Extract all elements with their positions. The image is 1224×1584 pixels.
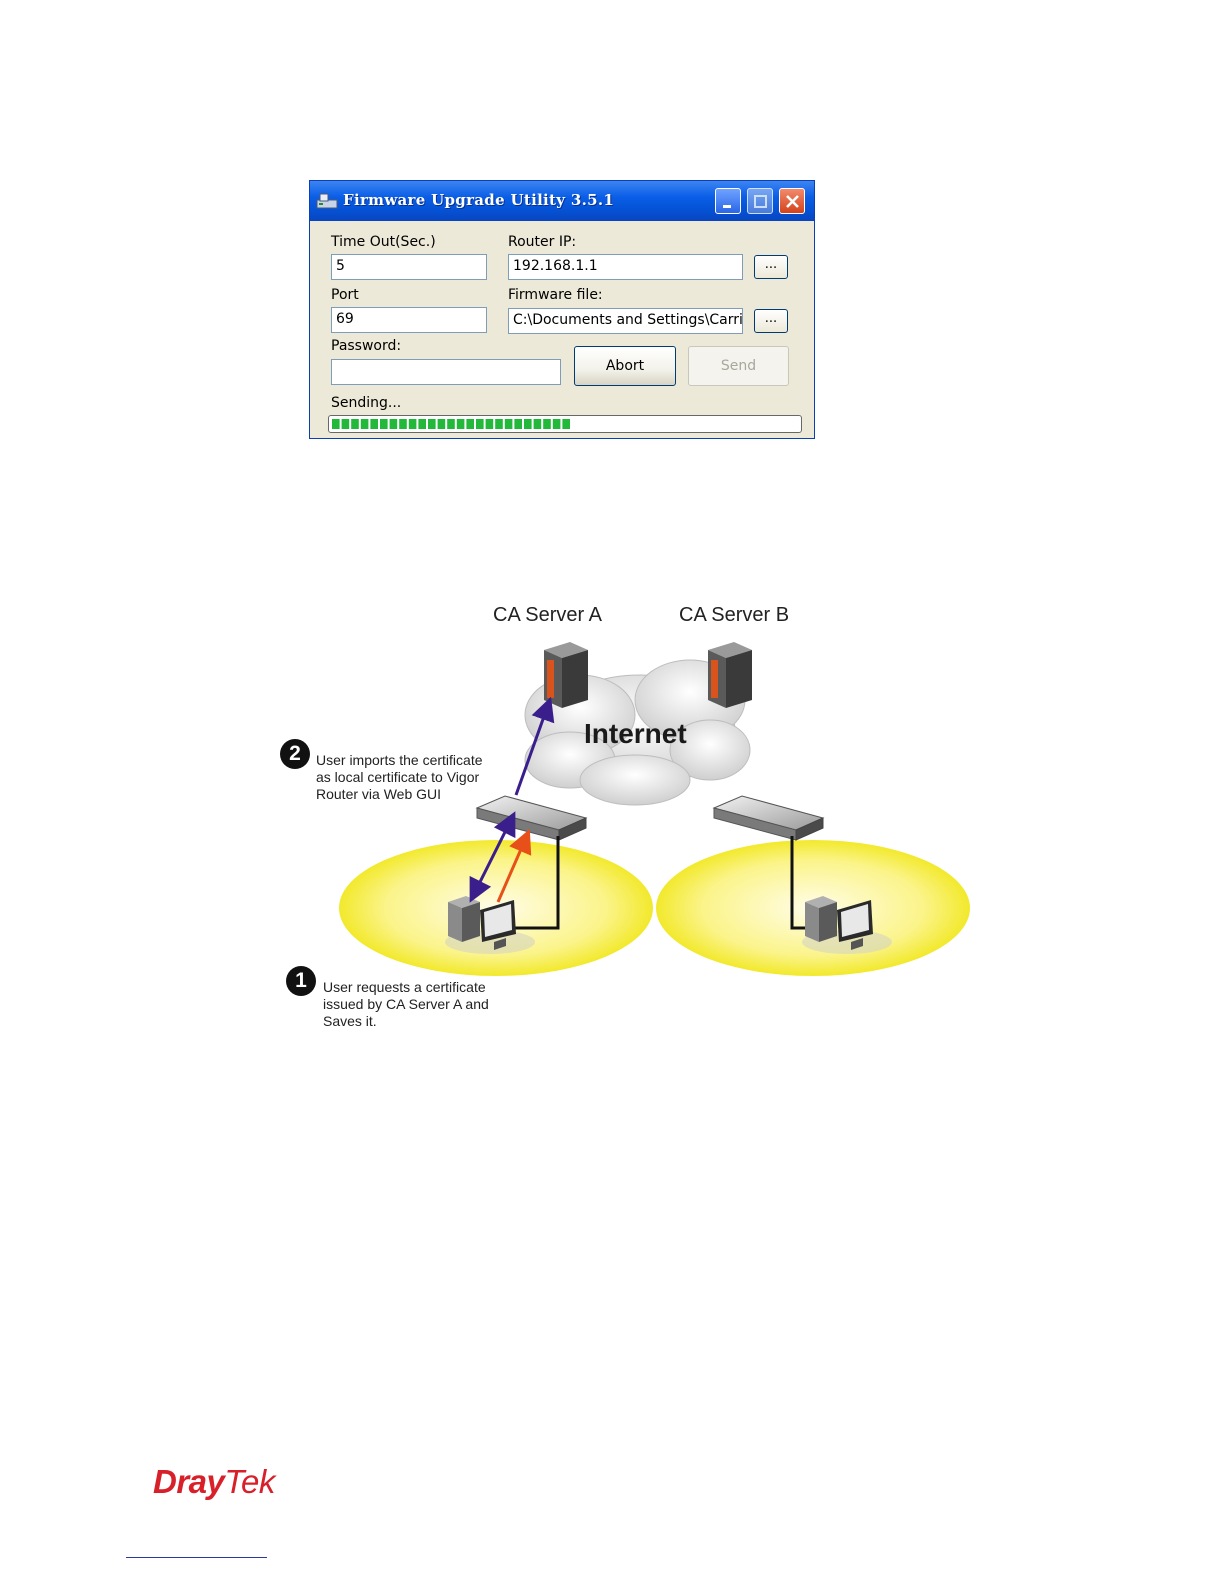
footer-rule xyxy=(126,1557,267,1558)
upload-progress-bar xyxy=(328,415,802,433)
router-ip-input[interactable]: 192.168.1.1 xyxy=(508,254,743,280)
progress-segment xyxy=(495,419,503,429)
logo-dray: Dray xyxy=(153,1463,225,1500)
ca-server-a-label: CA Server A xyxy=(493,604,602,626)
title-bar[interactable]: Firmware Upgrade Utility 3.5.1 xyxy=(310,181,814,221)
progress-segment xyxy=(389,419,398,429)
progress-segment xyxy=(533,419,542,429)
user-pc-a-icon xyxy=(445,896,535,954)
user-pc-b-icon xyxy=(802,896,892,954)
progress-segment xyxy=(456,419,465,429)
firmware-file-input[interactable]: C:\Documents and Settings\Carrie xyxy=(508,308,743,334)
send-button[interactable]: Send xyxy=(688,346,789,386)
timeout-label: Time Out(Sec.) xyxy=(331,234,436,250)
diagram-graphics xyxy=(339,642,970,976)
progress-segment xyxy=(543,419,551,429)
certificate-network-diagram: CA Server A CA Server B Internet 2 User … xyxy=(270,590,980,1040)
step-2-line: User imports the certificate xyxy=(316,752,483,768)
progress-segment xyxy=(370,419,378,429)
internet-cloud-icon xyxy=(524,659,751,806)
utility-app-icon xyxy=(316,193,338,209)
port-input[interactable]: 69 xyxy=(331,307,487,333)
progress-segment xyxy=(408,419,417,429)
progress-segment xyxy=(351,419,359,429)
firmware-file-browse-button[interactable]: ... xyxy=(754,309,788,333)
arrow-request-to-router xyxy=(496,828,532,903)
step-2-line: as local certificate to Vigor xyxy=(316,769,480,785)
progress-segment xyxy=(504,419,513,429)
progress-segment xyxy=(437,419,446,429)
internet-label: Internet xyxy=(584,718,687,749)
minimize-icon xyxy=(723,205,731,208)
arrow-import-to-router xyxy=(469,811,516,903)
progress-segment xyxy=(562,419,570,429)
maximize-button[interactable] xyxy=(747,188,773,214)
step-1-badge: 1 xyxy=(286,966,316,996)
logo-tek: Tek xyxy=(224,1463,275,1500)
step-1-line: issued by CA Server A and xyxy=(323,996,489,1012)
progress-segment xyxy=(399,419,407,429)
step-1-line: User requests a certificate xyxy=(323,979,486,995)
router-ip-label: Router IP: xyxy=(508,234,577,250)
minimize-button[interactable] xyxy=(715,188,741,214)
vigor-router-a-icon xyxy=(475,795,588,841)
maximize-icon xyxy=(754,195,767,208)
progress-segment xyxy=(524,419,532,429)
firmware-upgrade-dialog: Firmware Upgrade Utility 3.5.1 Time Out(… xyxy=(309,180,815,439)
step-1-text: User requests a certificate issued by CA… xyxy=(323,979,489,1030)
progress-segment xyxy=(418,419,426,429)
router-ip-browse-button[interactable]: ... xyxy=(754,255,788,279)
draytek-logo: DrayTek xyxy=(153,1463,275,1501)
ca-server-b-label: CA Server B xyxy=(679,604,790,626)
progress-fill xyxy=(332,419,570,429)
progress-segment xyxy=(514,419,522,429)
timeout-input[interactable]: 5 xyxy=(331,254,487,280)
progress-segment xyxy=(380,419,388,429)
close-icon xyxy=(786,195,799,208)
port-label: Port xyxy=(331,287,359,303)
password-label: Password: xyxy=(331,338,402,354)
vigor-router-b-icon xyxy=(712,795,825,841)
ca-server-b-icon xyxy=(708,642,752,708)
step-2-line: Router via Web GUI xyxy=(316,786,442,802)
step-2-text: User imports the certificate as local ce… xyxy=(316,752,483,803)
arrow-router-to-ca-server-a xyxy=(514,696,555,796)
progress-segment xyxy=(466,419,474,429)
progress-segment xyxy=(447,419,455,429)
close-button[interactable] xyxy=(779,188,805,214)
progress-segment xyxy=(428,419,436,429)
step-1-line: Saves it. xyxy=(323,1013,377,1029)
progress-segment xyxy=(360,419,369,429)
cable-a xyxy=(515,836,560,930)
progress-segment xyxy=(332,419,340,429)
abort-button[interactable]: Abort xyxy=(574,346,676,386)
step-2-badge: 2 xyxy=(280,739,310,769)
progress-segment xyxy=(485,419,494,429)
ca-server-a-icon xyxy=(544,642,588,708)
firmware-file-label: Firmware file: xyxy=(508,287,603,303)
dialog-title: Firmware Upgrade Utility 3.5.1 xyxy=(343,191,615,209)
progress-segment xyxy=(341,419,350,429)
status-text: Sending... xyxy=(331,395,402,411)
progress-segment xyxy=(476,419,484,429)
progress-segment xyxy=(552,419,561,429)
password-input[interactable] xyxy=(331,359,561,385)
